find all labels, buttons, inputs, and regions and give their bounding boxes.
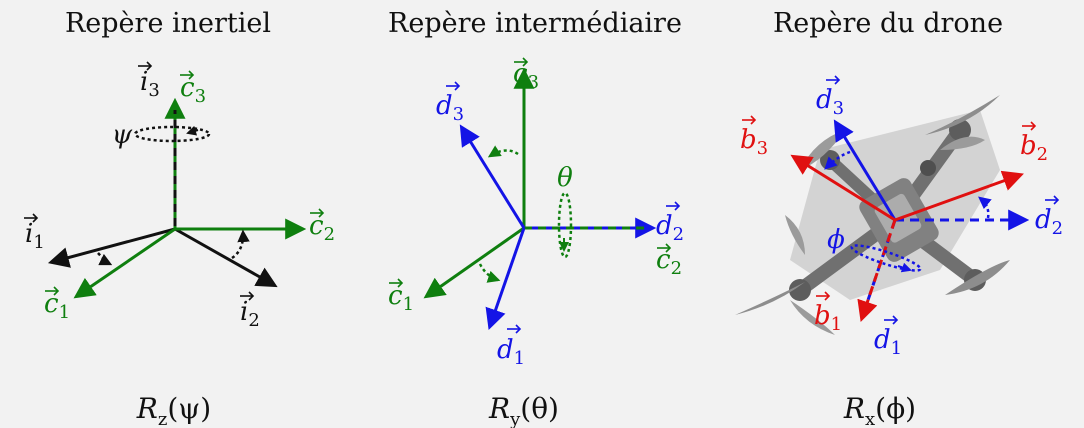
drone-illustration (735, 95, 1010, 335)
rotation-arc-i2-c2 (231, 229, 250, 260)
panel-title-inertial: Repère inertiel (65, 8, 271, 39)
vector-d1-arrow (485, 227, 526, 330)
label-c3: c3 (513, 57, 539, 93)
label-c2: c2 (656, 243, 682, 279)
vector-b2-arrow (894, 170, 1024, 222)
panel-drone: ϕ d3 b3 b2 d2 b1 d1 (735, 75, 1063, 359)
svg-text:d2: d2 (1035, 205, 1063, 239)
panel-title-intermediate: Repère intermédiaire (388, 8, 682, 39)
svg-text:c2: c2 (309, 211, 335, 245)
panel-inertial: ψ i3 c3 i1 c1 c2 i2 (24, 61, 335, 331)
label-c3: c3 (180, 70, 206, 107)
label-d3: d3 (816, 75, 844, 119)
label-d2: d2 (656, 201, 684, 245)
caption-rx: Rx(ϕ) (843, 392, 916, 428)
vector-b1-arrow (857, 219, 897, 322)
svg-text:d2: d2 (656, 211, 684, 245)
caption-rz: Rz(ψ) (136, 392, 211, 428)
rotation-arc-c1-d1 (478, 263, 501, 283)
svg-text:i1: i1 (25, 219, 45, 253)
label-b2: b2 (1020, 121, 1048, 165)
vector-i2-arrow (174, 227, 278, 288)
vector-b3-arrow (790, 154, 896, 222)
svg-text:d1: d1 (874, 325, 902, 359)
svg-text:c1: c1 (44, 289, 70, 323)
svg-text:d3: d3 (436, 91, 464, 125)
label-d1: d1 (874, 315, 902, 359)
angle-label-theta: θ (557, 163, 573, 193)
rotation-arc-d2-b2 (978, 196, 992, 219)
rotation-ellipse-psi (133, 125, 211, 143)
svg-text:i2: i2 (240, 297, 260, 331)
label-c1: c1 (388, 278, 414, 315)
rotation-arrow-psi (186, 125, 199, 136)
svg-text:b1: b1 (814, 301, 842, 335)
vector-d3-arrow (459, 124, 526, 229)
svg-text:b2: b2 (1020, 131, 1048, 165)
label-i1: i1 (24, 213, 45, 253)
vector-c1-arrow (423, 226, 525, 299)
vector-d3-arrow (833, 119, 897, 221)
panel-intermediate: θ c3 d3 d2 c2 c1 d1 (388, 57, 684, 369)
svg-text:i3: i3 (140, 67, 160, 101)
label-c2: c2 (309, 208, 335, 245)
label-b3: b3 (740, 115, 768, 159)
svg-text:c3: c3 (180, 73, 206, 107)
rotation-arc-i1-c1 (97, 252, 113, 266)
label-i3: i3 (138, 61, 160, 101)
rotation-ellipse-theta (557, 191, 573, 259)
rotation-arc-d3-b3 (824, 150, 851, 170)
svg-text:c2: c2 (656, 245, 682, 279)
svg-text:d3: d3 (816, 85, 844, 119)
rotation-ellipse-phi (850, 244, 922, 272)
label-d2: d2 (1035, 195, 1063, 239)
svg-text:d1: d1 (497, 335, 525, 369)
caption-ry: Ry(θ) (488, 392, 559, 428)
vector-c1-arrow (73, 227, 176, 299)
label-i2: i2 (240, 291, 260, 331)
label-d3: d3 (436, 81, 464, 125)
label-d1: d1 (497, 324, 525, 369)
rotation-arc-c3-d3 (487, 145, 519, 158)
label-c1: c1 (44, 286, 70, 323)
angle-label-phi: ϕ (827, 225, 845, 255)
svg-text:c3: c3 (513, 59, 539, 93)
rotation-arrow-phi (897, 262, 912, 273)
panel-title-drone: Repère du drone (773, 8, 1003, 39)
label-b1: b1 (814, 291, 842, 335)
angle-label-psi: ψ (112, 120, 133, 150)
svg-text:b3: b3 (740, 125, 768, 159)
vector-i1-arrow (47, 227, 176, 268)
svg-text:c1: c1 (388, 281, 414, 315)
